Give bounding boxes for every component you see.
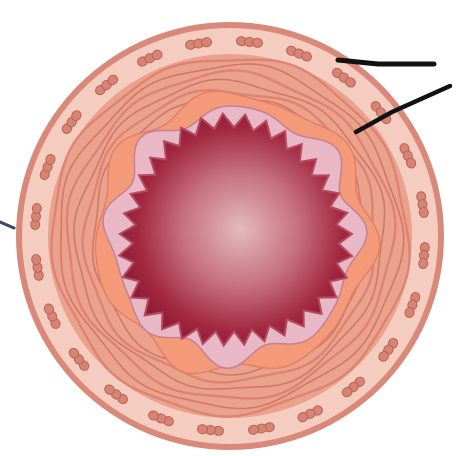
pointer-line-left: [0, 222, 14, 228]
pointer-line-upper: [338, 60, 434, 64]
